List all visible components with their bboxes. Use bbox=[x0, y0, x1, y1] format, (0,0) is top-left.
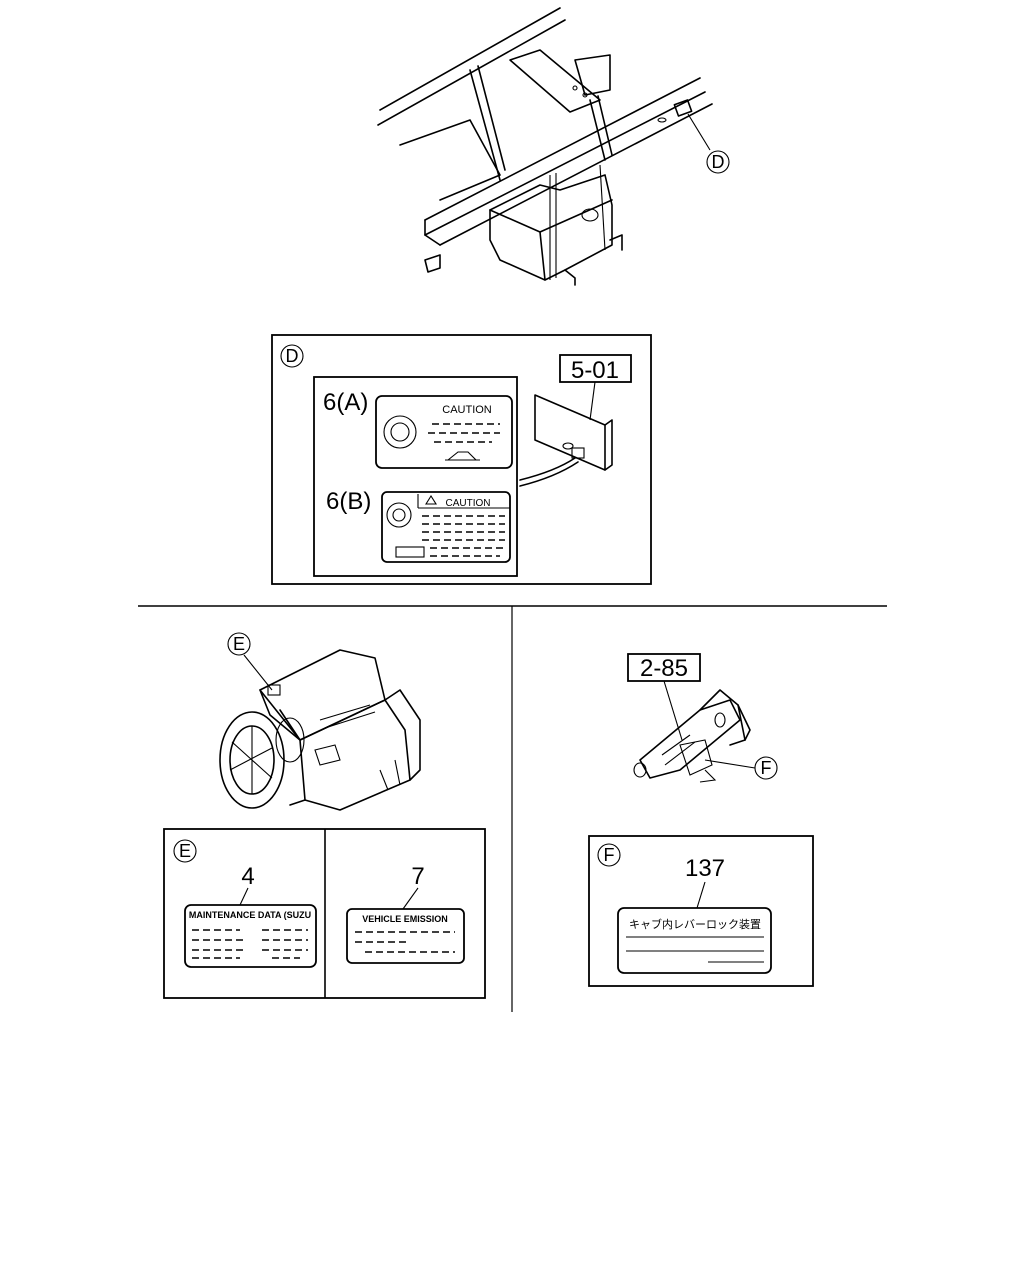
maintenance-data-label bbox=[184, 904, 317, 968]
callout-circle-f-part bbox=[754, 756, 778, 780]
ref-label-6a: 6(A) bbox=[323, 389, 368, 416]
callout-d-top: D bbox=[712, 152, 725, 172]
ref-label-6b: 6(B) bbox=[326, 488, 371, 515]
ref-box-5-01 bbox=[559, 354, 632, 383]
ref-label-4: 4 bbox=[241, 863, 254, 890]
cab-lock-label-text: キャブ内レバーロック装置 bbox=[629, 917, 761, 931]
warning-triangle-icon bbox=[425, 494, 437, 505]
callout-circle-e-engine bbox=[227, 632, 251, 656]
caution-label-a bbox=[375, 395, 513, 469]
emission-label bbox=[346, 908, 465, 964]
cab-lock-lever-illustration bbox=[633, 689, 751, 783]
lever-icon-b bbox=[395, 546, 425, 558]
engine-illustration bbox=[219, 649, 421, 811]
chassis-frame-illustration bbox=[377, 7, 713, 286]
callout-d-panel: D bbox=[286, 346, 299, 366]
maintenance-data-text: MAINTENANCE DATA (SUZU bbox=[189, 910, 311, 920]
callout-e-engine: E bbox=[233, 634, 245, 654]
ref-label-137: 137 bbox=[685, 855, 725, 882]
caution-text-b: CAUTION bbox=[446, 498, 491, 509]
callout-circle-f-panel bbox=[597, 843, 621, 867]
dial-icon-b bbox=[386, 502, 412, 528]
ref-label-7: 7 bbox=[411, 863, 424, 890]
caution-label-b bbox=[381, 491, 511, 563]
callout-circle-e-panel bbox=[173, 839, 197, 863]
caution-text-a: CAUTION bbox=[442, 404, 492, 416]
callout-f-part: F bbox=[761, 758, 772, 778]
callout-e-panel: E bbox=[179, 841, 191, 861]
cab-lock-label bbox=[617, 907, 772, 974]
ref-label-5-01: 5-01 bbox=[571, 357, 619, 384]
callout-circle-d-top bbox=[706, 150, 730, 174]
callout-f-panel: F bbox=[604, 845, 615, 865]
emission-label-text: VEHICLE EMISSION bbox=[362, 914, 448, 924]
callout-circle-d-panel bbox=[280, 344, 304, 368]
dial-icon-a bbox=[383, 415, 417, 449]
leader-arrow-d bbox=[519, 457, 576, 481]
ref-label-2-85: 2-85 bbox=[640, 655, 688, 682]
